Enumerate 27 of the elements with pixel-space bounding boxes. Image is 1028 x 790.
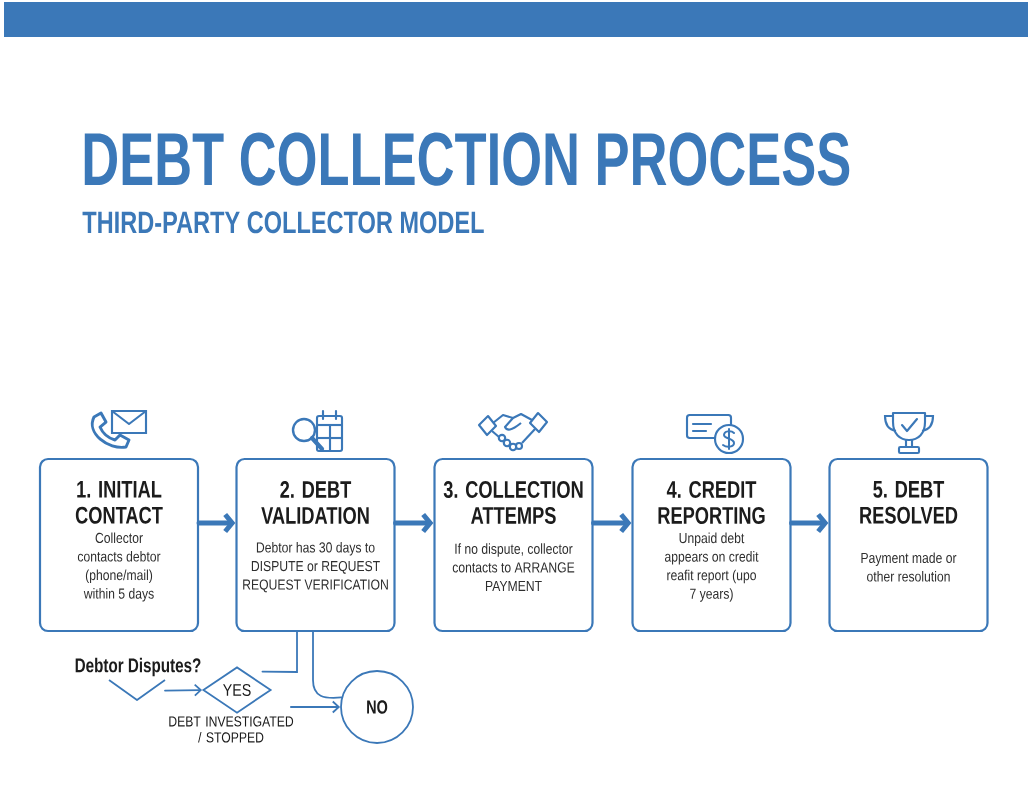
arrow [591, 512, 632, 534]
arrow [164, 683, 203, 697]
process-box [235, 457, 396, 633]
step-description: Debtor has 30 days to DISPUTE or REQUEST REQUEST VERIFICATION [243, 541, 388, 593]
process-box [38, 457, 200, 633]
step-description: Payment made or other resolution [861, 552, 957, 582]
arrow [290, 700, 341, 714]
step-title: 1. INITIAL CONTACT [75, 481, 163, 524]
process-box [433, 457, 594, 633]
arrow [789, 512, 829, 534]
step-description: Unpaid debt appears on credit reafit report (upo 7 years) [664, 532, 759, 602]
question-label: Debtor Disputes? [75, 657, 201, 677]
step-title: 4. CREDIT REPORTING [658, 481, 765, 524]
step-title: 2. DEBT VALIDATION [261, 481, 369, 524]
step-title: 5. DEBT RESOLVED [860, 481, 958, 524]
step-description: Collector contacts debtor (phone/mail) within 5 days [77, 532, 161, 602]
arrow [196, 512, 236, 534]
process-box [828, 457, 989, 633]
step-description: If no dispute, collector contacts to ARRANGE PAYMENT [452, 543, 575, 591]
process-box [631, 457, 792, 633]
step-title: 3. COLLECTION ATTEMPS [443, 481, 583, 524]
subtitle: THIRD-PARTY COLLECTOR MODEL [82, 211, 484, 234]
arrow [393, 512, 434, 534]
note-text: DEBT INVESTIGATED / STOPPED [169, 716, 294, 743]
title: DEBT COLLECTION PROCESS [84, 132, 850, 186]
connector-line [261, 631, 298, 673]
connector-line [312, 631, 343, 699]
